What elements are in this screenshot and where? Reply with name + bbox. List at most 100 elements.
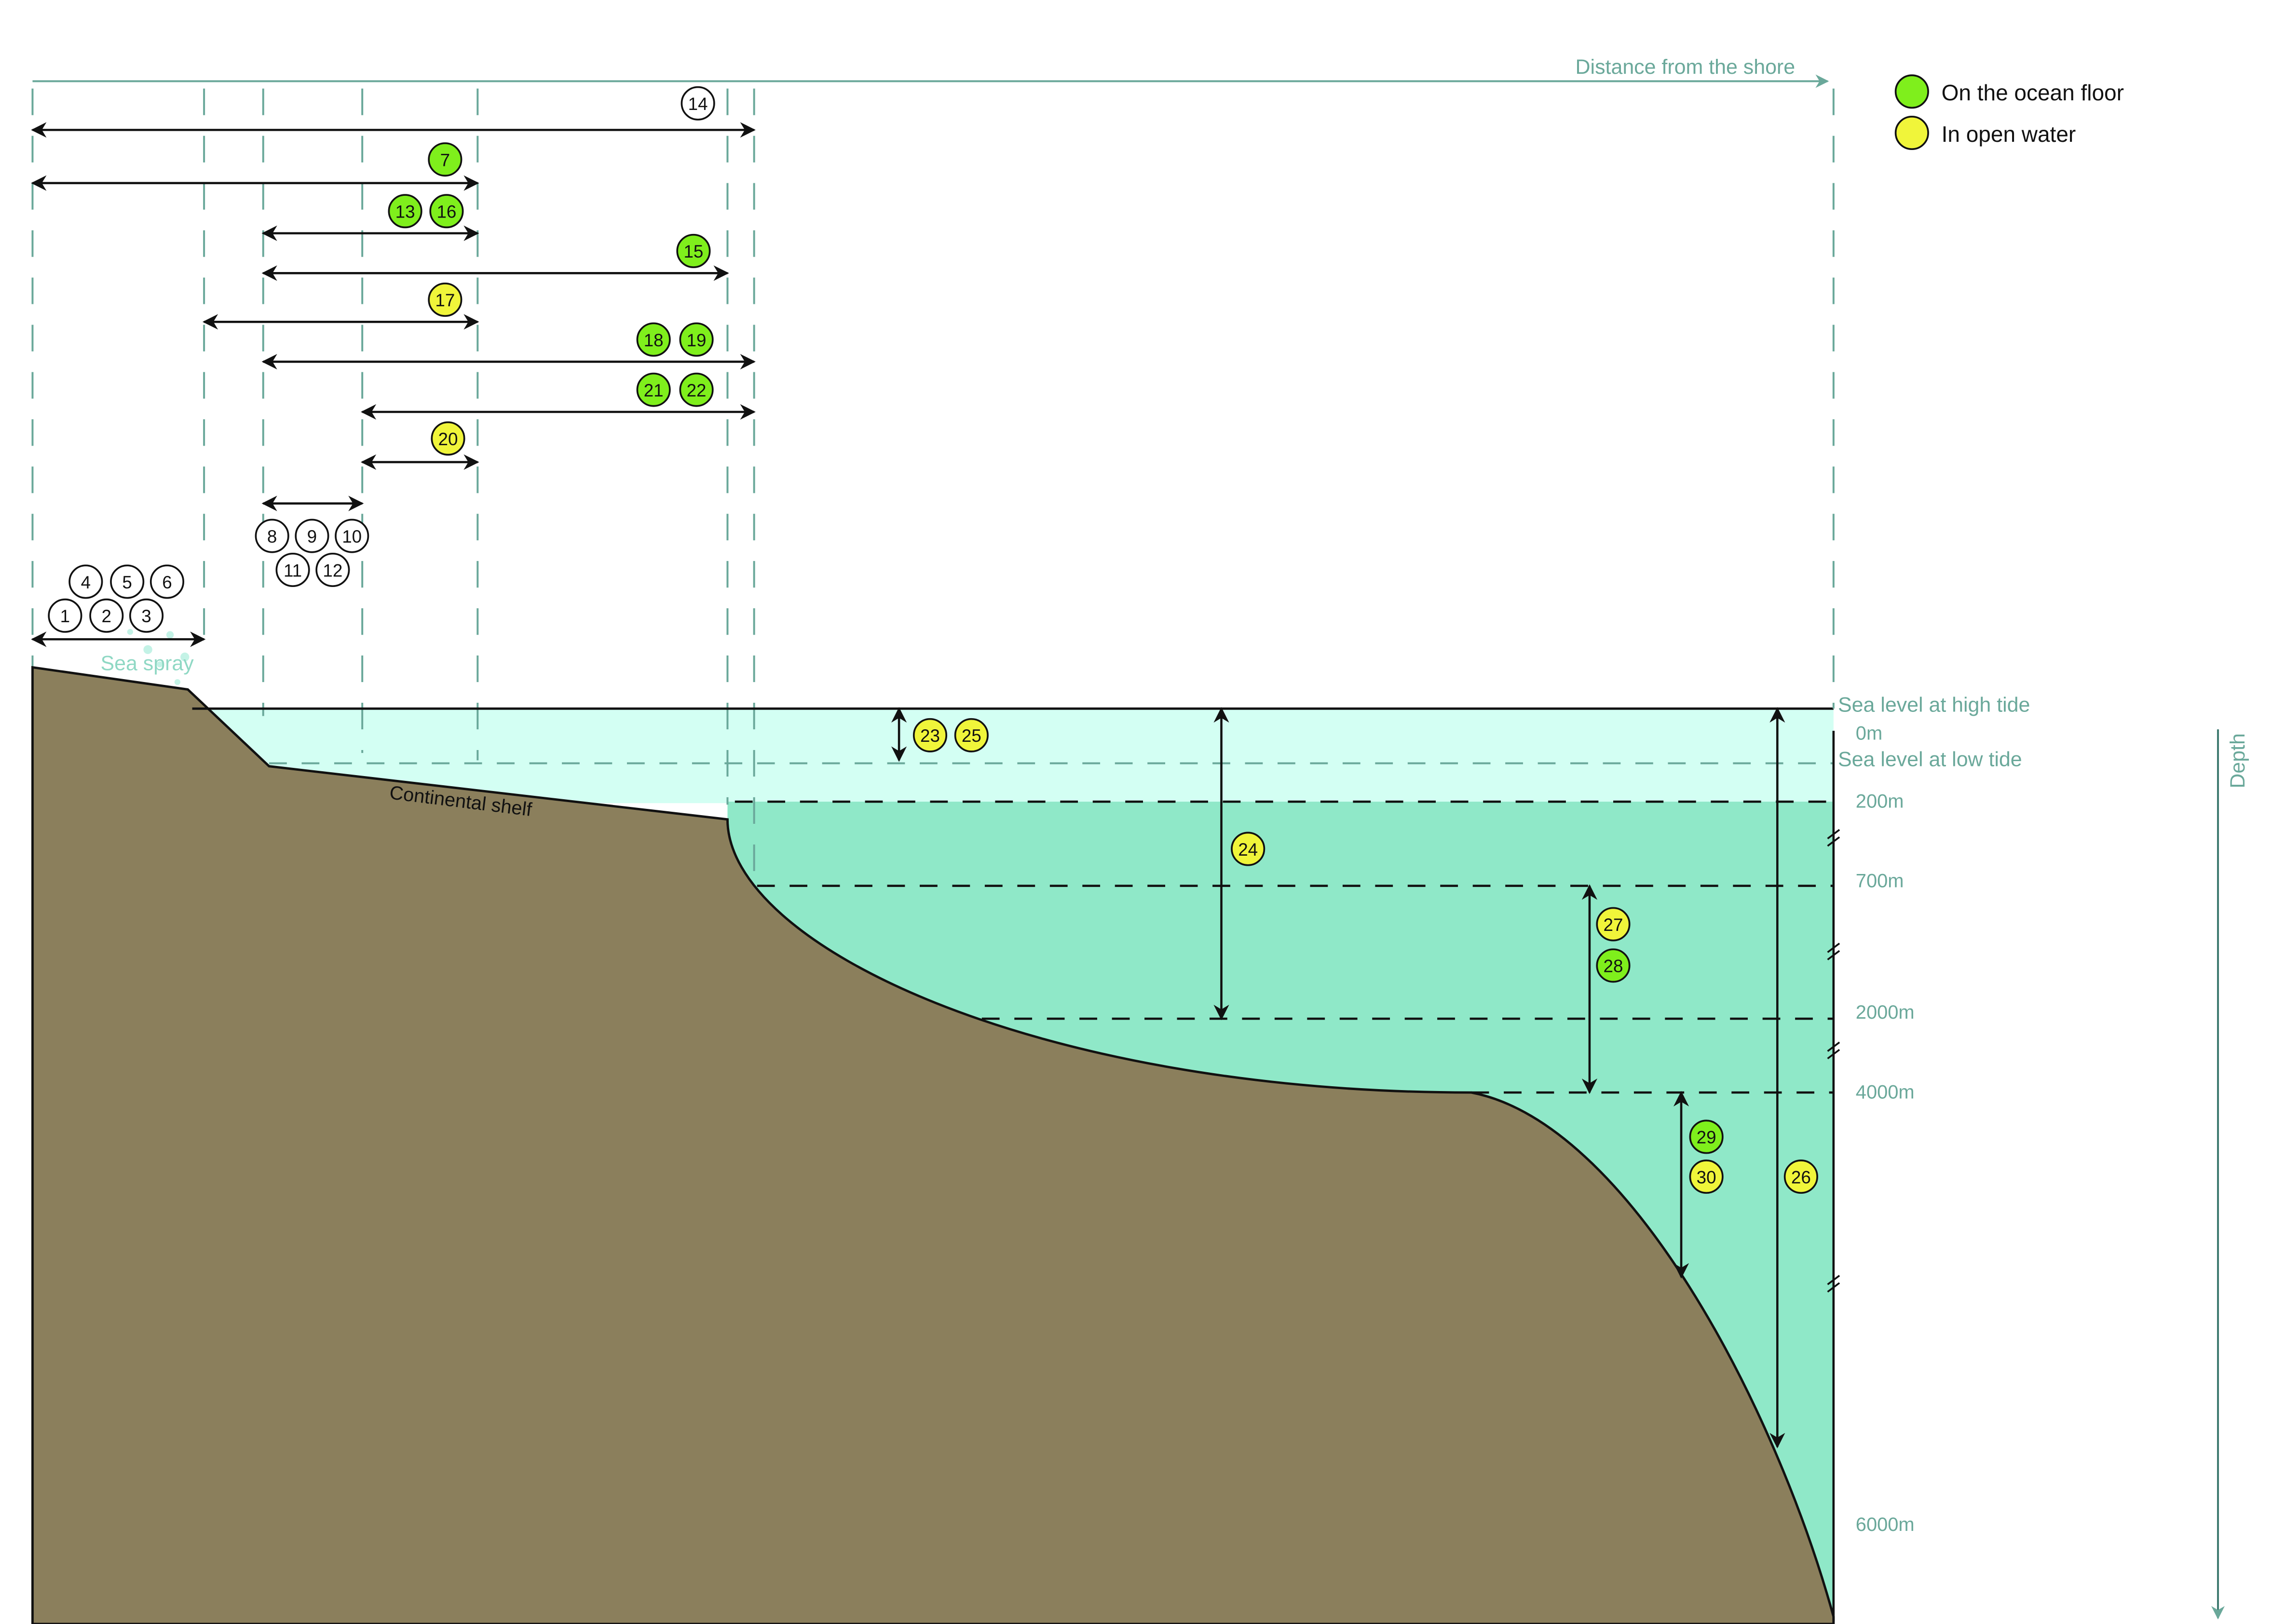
badge-number: 5 (122, 573, 132, 592)
badge-12: 12 (315, 553, 350, 587)
badge-circle (679, 372, 714, 407)
badge-number: 15 (683, 242, 703, 261)
shallow-water (192, 709, 1834, 804)
low-tide-label: Sea level at low tide (1838, 748, 2022, 771)
depth-tick-0m: 0m (1856, 723, 1882, 744)
badge-circle (335, 519, 369, 553)
badge-circle (129, 598, 164, 633)
badge-circle (679, 322, 714, 357)
badge-17: 17 (428, 282, 463, 317)
badge-circle (150, 564, 185, 599)
badge-19: 19 (679, 322, 714, 357)
depth-tick-700m: 700m (1856, 871, 1904, 892)
badge-14: 14 (680, 86, 715, 121)
badge-circle (315, 553, 350, 587)
land (31, 666, 1835, 1624)
badge-number: 19 (687, 330, 707, 350)
badge-circle (1783, 1160, 1818, 1194)
badge-number: 21 (644, 381, 664, 400)
badge-30: 30 (1689, 1160, 1724, 1194)
badge-circle (89, 598, 124, 633)
badge-number: 11 (284, 560, 302, 580)
badge-circle (68, 564, 103, 599)
badge-number: 14 (688, 94, 708, 114)
badge-circle (636, 322, 671, 357)
badge-number: 29 (1697, 1128, 1716, 1147)
badge-circle (255, 519, 289, 553)
badge-7: 7 (428, 142, 463, 177)
badge-6: 6 (150, 564, 185, 599)
badge-circle (431, 421, 465, 456)
badge-22: 22 (679, 372, 714, 407)
badge-8: 8 (255, 519, 289, 553)
scale-breaks (1827, 829, 1840, 1293)
badge-9: 9 (295, 519, 329, 553)
badge-circle (1231, 832, 1265, 866)
badge-number: 25 (962, 726, 981, 746)
badge-circle (429, 194, 464, 229)
legend-floor-label: On the ocean floor (1942, 80, 2124, 105)
badge-13: 13 (388, 194, 422, 229)
badge-number: 28 (1604, 956, 1623, 976)
distance-axis-label: Distance from the shore (1576, 55, 1796, 79)
badge-circle (1596, 948, 1631, 983)
badge-number: 3 (141, 606, 151, 626)
legend: On the ocean floor In open water (1894, 74, 2124, 150)
badge-circle (954, 718, 989, 752)
badge-number: 30 (1697, 1167, 1716, 1187)
sea-spray-drops (127, 628, 190, 685)
badge-29: 29 (1689, 1119, 1724, 1154)
badge-1: 1 (48, 598, 82, 633)
badge-23: 23 (912, 718, 948, 752)
badge-number: 16 (436, 202, 456, 222)
badge-number: 2 (102, 606, 111, 626)
badge-number: 20 (438, 429, 458, 449)
badge-4: 4 (68, 564, 103, 599)
badge-number: 10 (342, 527, 362, 546)
badge-number: 13 (395, 202, 415, 222)
badge-circle (388, 194, 422, 229)
badge-21: 21 (636, 372, 671, 407)
badge-2: 2 (89, 598, 124, 633)
badge-number: 18 (644, 330, 664, 350)
badge-number: 7 (440, 150, 450, 170)
depth-axis-label: Depth (2226, 733, 2249, 788)
badge-circle (110, 564, 145, 599)
badge-10: 10 (335, 519, 369, 553)
badge-circle (428, 142, 463, 177)
badge-28: 28 (1596, 948, 1631, 983)
badge-27: 27 (1596, 907, 1631, 942)
depth-tick-2000m: 2000m (1856, 1002, 1915, 1023)
badge-24: 24 (1231, 832, 1265, 866)
badge-number: 9 (307, 527, 317, 546)
badge-circle (676, 233, 711, 268)
badge-circle (1689, 1160, 1724, 1194)
badge-circle (275, 553, 310, 587)
badge-number: 17 (435, 290, 455, 310)
sea-spray-label: Sea spray (100, 652, 194, 675)
badge-number: 6 (162, 573, 172, 592)
legend-floor-swatch (1894, 74, 1929, 109)
badge-15: 15 (676, 233, 711, 268)
badge-circle (1689, 1119, 1724, 1154)
badge-circle (48, 598, 82, 633)
depth-tick-4000m: 4000m (1856, 1081, 1915, 1103)
depth-tick-6000m: 6000m (1856, 1514, 1915, 1535)
badge-18: 18 (636, 322, 671, 357)
badge-20: 20 (431, 421, 465, 456)
legend-water-swatch (1894, 115, 1929, 150)
badge-circle (428, 282, 463, 317)
depth-tick-200m: 200m (1856, 791, 1904, 812)
badge-circle (295, 519, 329, 553)
badge-26: 26 (1783, 1160, 1818, 1194)
badge-number: 23 (920, 726, 940, 746)
badge-circle (680, 86, 715, 121)
badge-25: 25 (954, 718, 989, 752)
high-tide-label: Sea level at high tide (1838, 693, 2030, 716)
badge-11: 11 (275, 553, 310, 587)
badge-5: 5 (110, 564, 145, 599)
badge-circle (1596, 907, 1631, 942)
badge-number: 12 (323, 560, 342, 580)
badge-circle (636, 372, 671, 407)
